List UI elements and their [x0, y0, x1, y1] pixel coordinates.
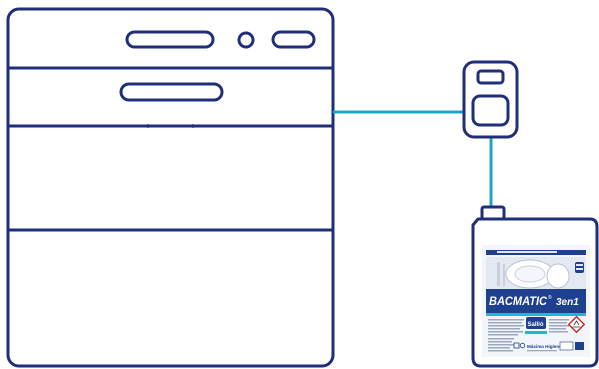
- dishes-image: [486, 257, 586, 289]
- pump-indicator: [476, 69, 505, 85]
- connector-tubes: [333, 110, 493, 207]
- product-name: BACMATIC: [489, 296, 548, 308]
- pump-head: [471, 94, 510, 127]
- label-brand-panel: [486, 289, 586, 313]
- dishwasher-body: [6, 7, 335, 368]
- control-knob: [237, 31, 255, 49]
- product-tagline: Máxima Higiene: [527, 344, 562, 349]
- display-slot: [125, 30, 215, 49]
- door-handle: [119, 82, 224, 102]
- dosing-pump-icon: [462, 60, 519, 139]
- canister-cap: [480, 205, 506, 221]
- chemical-canister-icon: BACMATIC ® 3en1 Sallió: [471, 205, 599, 368]
- label-header-text-strip: [497, 251, 557, 253]
- program-button: [271, 30, 316, 49]
- sallio-badge: [526, 317, 546, 329]
- product-variant: 3en1: [556, 297, 579, 308]
- registered-mark: ®: [548, 294, 552, 301]
- dishwasher-icon: [6, 7, 335, 368]
- label-info-block: Sallió Máxima Higiene: [486, 313, 586, 352]
- brand-name: Sallió: [528, 322, 544, 328]
- pump-housing: [462, 60, 519, 139]
- environment-hazard-icon: [567, 315, 586, 334]
